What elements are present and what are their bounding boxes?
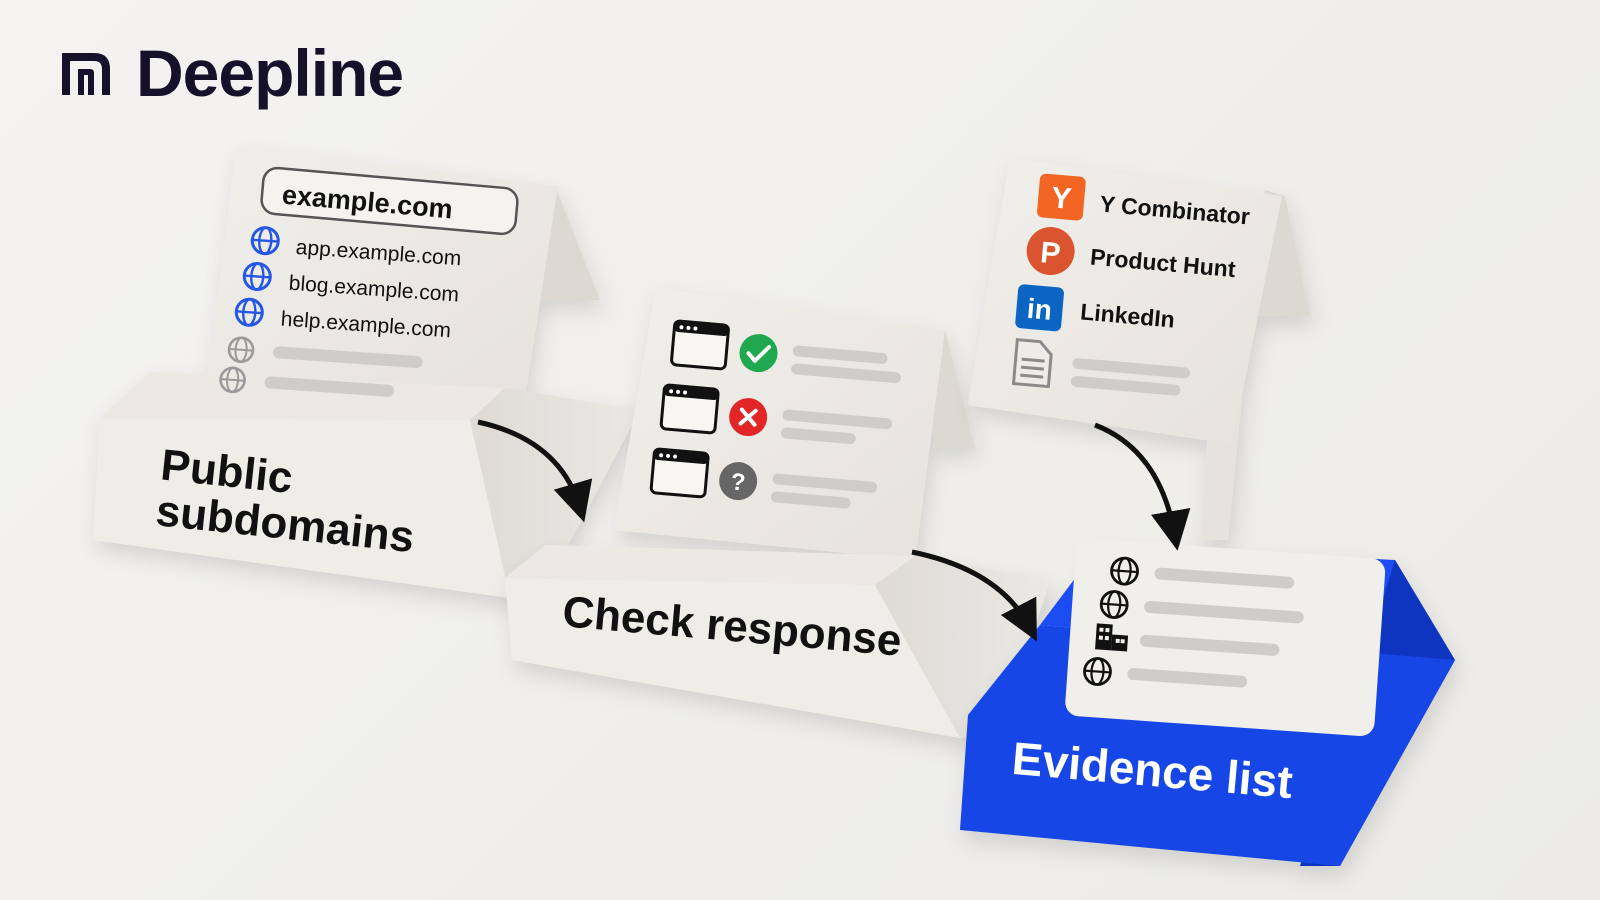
globe-icon (1083, 657, 1112, 686)
globe-icon (250, 226, 280, 256)
browser-window-icon (659, 383, 720, 435)
placeholder-row (219, 366, 395, 397)
placeholder-row (227, 336, 423, 369)
linkedin-icon: in (1015, 284, 1064, 332)
evidence-card (1065, 538, 1386, 737)
placeholder-row (1011, 338, 1191, 396)
ycombinator-icon: Y (1037, 173, 1086, 221)
arrow-sources-to-evidence (1094, 422, 1191, 551)
deepline-logo-icon (62, 53, 110, 95)
list-item (659, 383, 893, 445)
globe-icon (1110, 556, 1139, 586)
brand-name: Deepline (136, 36, 404, 110)
globe-icon (219, 366, 246, 394)
building-icon (1095, 623, 1129, 652)
list-item (670, 319, 901, 384)
check-circle-icon (739, 334, 778, 373)
svg-text:P: P (1039, 236, 1062, 271)
globe-icon (242, 261, 272, 291)
x-circle-icon (729, 398, 768, 437)
question-circle-icon: ? (719, 462, 758, 501)
browser-window-icon (670, 319, 730, 371)
producthunt-icon: P (1026, 227, 1075, 276)
globe-icon (1099, 590, 1129, 619)
step-check-response (505, 288, 1050, 738)
arrow-check-to-evidence (911, 549, 1037, 642)
domain-input (260, 166, 519, 236)
svg-text:in: in (1026, 293, 1053, 326)
globe-icon (234, 297, 264, 327)
svg-text:?: ? (730, 468, 747, 496)
document-icon (1011, 338, 1053, 389)
response-rows: ? (649, 319, 901, 509)
brand: Deepline (58, 36, 404, 110)
svg-text:Y: Y (1050, 181, 1073, 216)
list-item: ? (649, 447, 878, 509)
browser-window-icon (649, 447, 710, 499)
globe-icon (227, 336, 255, 364)
arrow-subdomains-to-check (477, 419, 593, 523)
